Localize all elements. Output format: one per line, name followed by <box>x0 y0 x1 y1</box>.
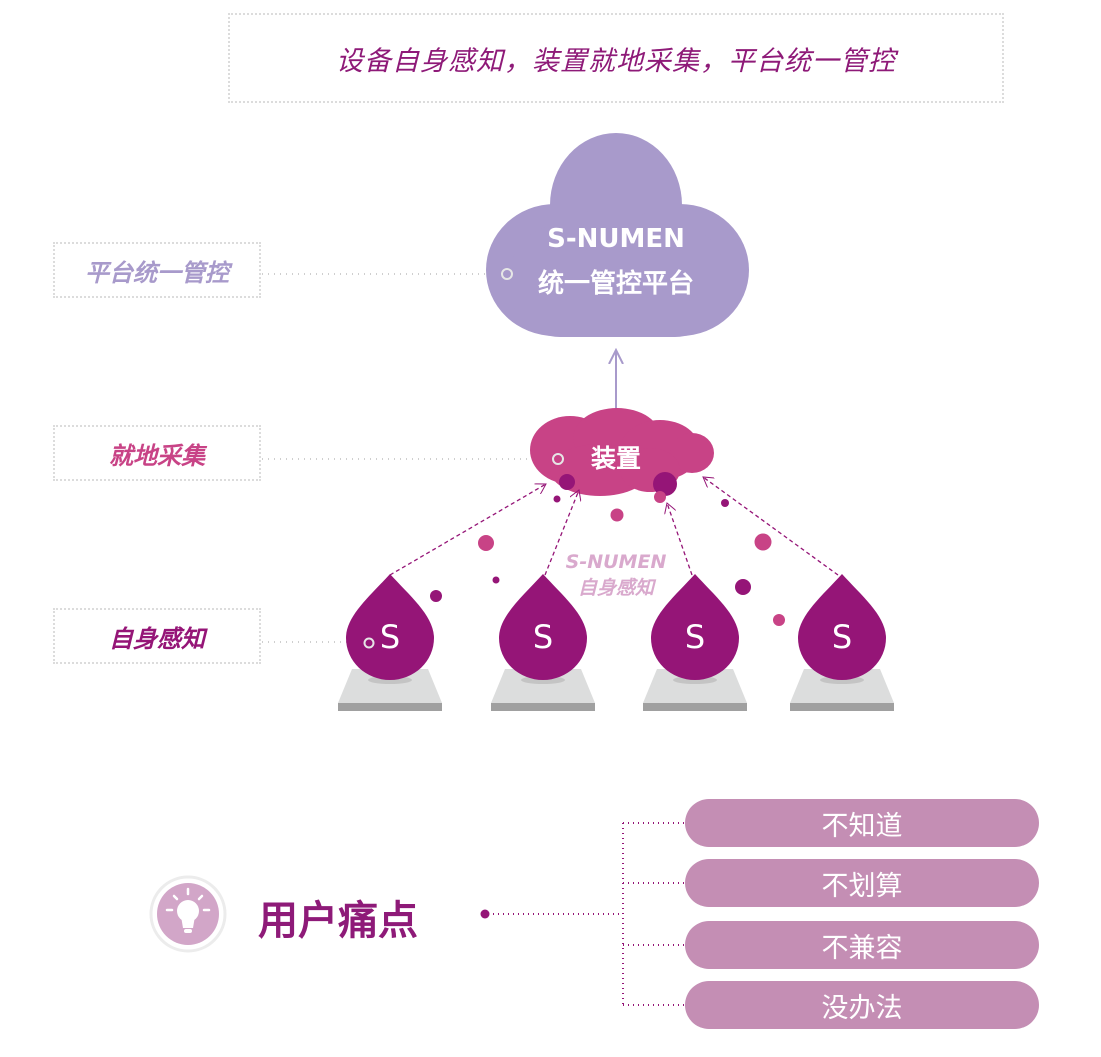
sensor-caption-line1: S-NUMEN <box>566 551 667 573</box>
pain-point-label: 不知道 <box>821 810 903 842</box>
sensor-drop-icon <box>346 574 434 680</box>
platform-title: S-NUMEN <box>547 224 685 254</box>
sensor-label: S <box>380 618 400 656</box>
pain-point-item: 不划算 <box>685 859 1039 907</box>
data-particles <box>430 472 785 626</box>
device-cloud <box>530 408 714 496</box>
pain-point-label: 没办法 <box>821 992 903 1024</box>
sensor-link-1 <box>389 484 546 576</box>
sensor-node: S <box>338 574 442 711</box>
sensor-base <box>491 669 595 703</box>
platform-cloud <box>486 133 749 337</box>
lightbulb-icon <box>149 875 227 953</box>
sensor-base <box>338 669 442 703</box>
sensor-link-4 <box>703 477 839 576</box>
sensor-node: S <box>491 574 595 711</box>
tagline: 设备自身感知，装置就地采集，平台统一管控 <box>336 45 896 77</box>
pain-connectors <box>488 822 685 1006</box>
pain-point-label: 不兼容 <box>821 932 903 964</box>
pain-point-item: 不兼容 <box>685 921 1039 969</box>
sensor-base-front <box>338 703 442 711</box>
platform-subtitle: 统一管控平台 <box>538 268 694 299</box>
pain-point-item: 没办法 <box>685 981 1039 1029</box>
sensor-drop-icon <box>499 574 587 680</box>
sensor-drop-icon <box>651 574 739 680</box>
sensor-base-front <box>790 703 894 711</box>
sensor-label: S <box>832 618 852 656</box>
tagline-box: 设备自身感知，装置就地采集，平台统一管控 <box>228 13 1004 103</box>
pain-point-item: 不知道 <box>685 799 1039 847</box>
device-label: 装置 <box>591 444 641 473</box>
layer-label-collect: 就地采集 <box>53 425 261 481</box>
sensor-base <box>643 669 747 703</box>
sensor-label: S <box>685 618 705 656</box>
sensor-caption-line2: 自身感知 <box>578 577 657 599</box>
sensor-base <box>790 669 894 703</box>
anchor-dot-sensor <box>363 637 375 649</box>
sensor-node: S <box>790 574 894 711</box>
pain-points-title: 用户痛点 <box>258 898 418 944</box>
pain-connector-dot <box>480 909 490 919</box>
layer-label-platform-text: 平台统一管控 <box>85 258 229 287</box>
anchor-dot-device <box>552 453 564 465</box>
sensor-drop-icon <box>798 574 886 680</box>
sensor-node: S <box>643 574 747 711</box>
layer-label-collect-text: 就地采集 <box>109 441 205 470</box>
sensor-base-front <box>643 703 747 711</box>
sensor-link-3 <box>667 503 693 576</box>
layer-label-sense-text: 自身感知 <box>109 624 205 653</box>
pain-point-label: 不划算 <box>821 870 903 902</box>
layer-label-platform: 平台统一管控 <box>53 242 261 298</box>
anchor-dot-platform <box>501 268 513 280</box>
sensor-base-front <box>491 703 595 711</box>
layer-label-sense: 自身感知 <box>53 608 261 664</box>
sensor-link-2 <box>544 490 579 576</box>
sensor-label: S <box>533 618 553 656</box>
